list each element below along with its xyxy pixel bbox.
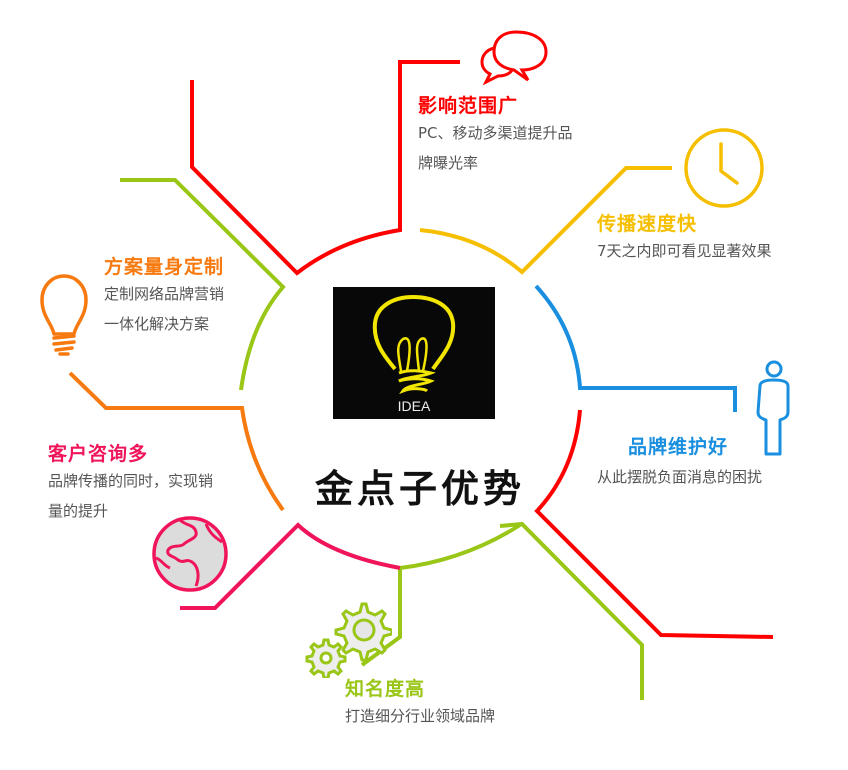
feature-title: 品牌维护好 bbox=[628, 436, 729, 458]
feature-title: 传播速度快 bbox=[597, 213, 698, 235]
center-title: 金点子优势 bbox=[314, 466, 525, 511]
feature-inquiries: 客户咨询多 品牌传播的同时，实现销 量的提升 bbox=[48, 442, 213, 526]
red-right-connector bbox=[534, 409, 774, 639]
idea-logo: IDEA bbox=[333, 287, 495, 419]
speech-bubbles-icon bbox=[480, 30, 548, 86]
feature-title: 知名度高 bbox=[345, 678, 426, 700]
feature-desc-line: 牌曝光率 bbox=[418, 154, 479, 172]
orange-connector bbox=[68, 371, 285, 512]
green-bottom-connector bbox=[360, 523, 522, 667]
feature-desc-line: 量的提升 bbox=[48, 502, 109, 520]
clock-icon bbox=[684, 128, 764, 208]
feature-desc-line: 一体化解决方案 bbox=[104, 315, 210, 333]
svg-text:IDEA: IDEA bbox=[398, 398, 431, 414]
pink-connector bbox=[180, 522, 401, 610]
feature-desc-line: 从此摆脱负面消息的困扰 bbox=[597, 468, 763, 486]
gears-icon bbox=[305, 602, 392, 678]
globe-icon bbox=[152, 516, 228, 592]
lightbulb-outline-icon bbox=[40, 274, 88, 356]
feature-desc-line: 品牌传播的同时，实现销 bbox=[48, 472, 214, 490]
feature-brand-protection-desc: 从此摆脱负面消息的困扰 bbox=[597, 462, 762, 492]
feature-desc-line: 定制网络品牌营销 bbox=[104, 285, 225, 303]
red-top-connector bbox=[190, 60, 460, 276]
feature-title: 影响范围广 bbox=[418, 95, 519, 117]
feature-title: 方案量身定制 bbox=[104, 256, 225, 278]
feature-customization: 方案量身定制 定制网络品牌营销 一体化解决方案 bbox=[104, 255, 224, 339]
feature-awareness: 知名度高 打造细分行业领域品牌 bbox=[345, 677, 495, 731]
yellow-connector bbox=[419, 166, 672, 275]
green-left-connector bbox=[120, 178, 286, 391]
feature-desc-line: PC、移动多渠道提升品 bbox=[418, 124, 573, 142]
feature-influence: 影响范围广 PC、移动多渠道提升品 牌曝光率 bbox=[418, 94, 573, 178]
feature-title: 客户咨询多 bbox=[48, 443, 149, 465]
green-bottom-right-connector bbox=[499, 521, 644, 700]
feature-desc-line: 7天之内即可看见显著效果 bbox=[597, 242, 772, 260]
blue-connector bbox=[534, 284, 737, 412]
person-icon bbox=[756, 360, 790, 456]
feature-desc-line: 打造细分行业领域品牌 bbox=[345, 707, 496, 725]
lightbulb-icon: IDEA bbox=[372, 294, 456, 414]
feature-speed: 传播速度快 7天之内即可看见显著效果 bbox=[597, 212, 772, 266]
feature-brand-protection: 品牌维护好 bbox=[628, 435, 728, 459]
